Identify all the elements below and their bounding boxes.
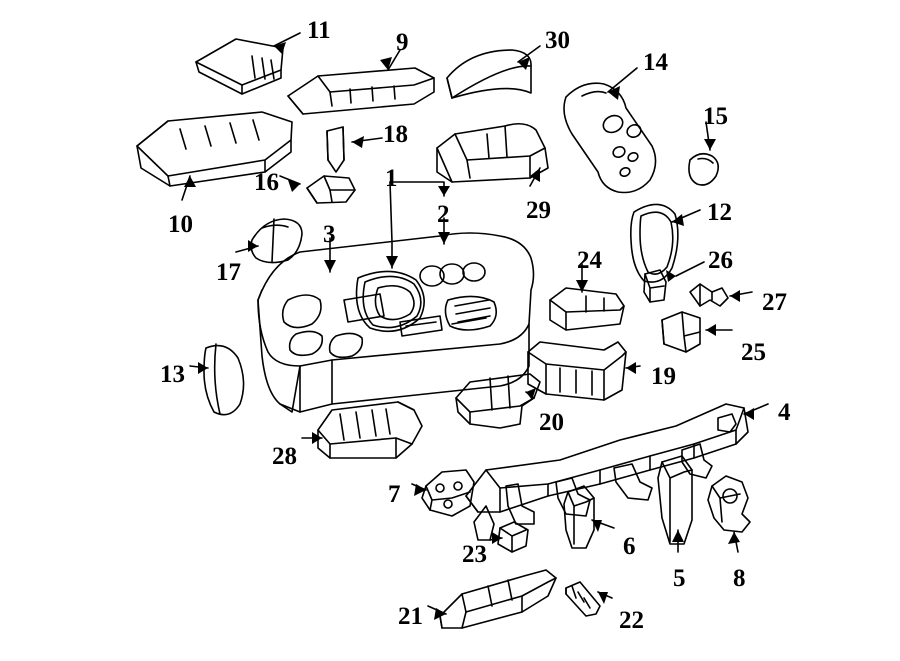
callout-23: 23 — [462, 541, 487, 568]
callout-26: 26 — [708, 247, 733, 274]
part-5-shape — [657, 455, 693, 545]
part-16-shape — [306, 175, 356, 204]
callout-15: 15 — [703, 103, 728, 130]
callout-28: 28 — [272, 443, 297, 470]
part-8-shape — [707, 475, 751, 533]
callout-25: 25 — [741, 339, 766, 366]
callout-3: 3 — [323, 221, 336, 248]
part-27-shape — [689, 283, 729, 307]
callout-21: 21 — [398, 603, 423, 630]
part-17-shape — [250, 218, 303, 264]
callout-13: 13 — [160, 361, 185, 388]
leader-arrowheads — [184, 42, 754, 620]
callout-27: 27 — [762, 289, 787, 316]
part-15-shape — [688, 152, 720, 186]
callout-1: 1 — [385, 165, 398, 192]
part-4-shape — [465, 403, 749, 541]
part-30-shape — [446, 49, 532, 99]
callout-24: 24 — [577, 247, 602, 274]
part-11-shape — [195, 38, 284, 95]
part-12-shape — [630, 203, 679, 283]
main-instrument-panel-shape — [257, 232, 535, 413]
part-23-shape — [497, 521, 529, 553]
callout-2: 2 — [437, 201, 450, 228]
callout-7: 7 — [388, 481, 401, 508]
callout-16: 16 — [254, 169, 279, 196]
callout-14: 14 — [643, 49, 668, 76]
callout-19: 19 — [651, 363, 676, 390]
callout-9: 9 — [396, 29, 409, 56]
part-24-shape — [549, 287, 625, 331]
part-21-shape — [439, 569, 557, 629]
part-22-shape — [565, 581, 601, 617]
part-20-shape — [455, 373, 541, 429]
callout-20: 20 — [539, 409, 564, 436]
callout-5: 5 — [673, 565, 686, 592]
part-26-shape — [643, 269, 667, 303]
callout-18: 18 — [383, 121, 408, 148]
callout-30: 30 — [545, 27, 570, 54]
part-6-shape — [563, 485, 595, 549]
part-10-shape — [136, 111, 293, 187]
part-14-shape — [563, 82, 657, 194]
part-25-shape — [661, 311, 701, 353]
part-18-shape — [326, 126, 345, 173]
callout-17: 17 — [216, 259, 241, 286]
callout-4: 4 — [778, 399, 791, 426]
callout-29: 29 — [526, 197, 551, 224]
part-13-shape — [203, 343, 245, 416]
part-7-shape — [421, 469, 475, 517]
part-29-shape — [436, 122, 549, 183]
part-28-shape — [317, 401, 423, 459]
callout-8: 8 — [733, 565, 746, 592]
part-9-shape — [287, 67, 435, 115]
part-19-shape — [527, 341, 627, 401]
callout-22: 22 — [619, 607, 644, 634]
callout-12: 12 — [707, 199, 732, 226]
callout-10: 10 — [168, 211, 193, 238]
callout-6: 6 — [623, 533, 636, 560]
callout-11: 11 — [307, 17, 331, 44]
